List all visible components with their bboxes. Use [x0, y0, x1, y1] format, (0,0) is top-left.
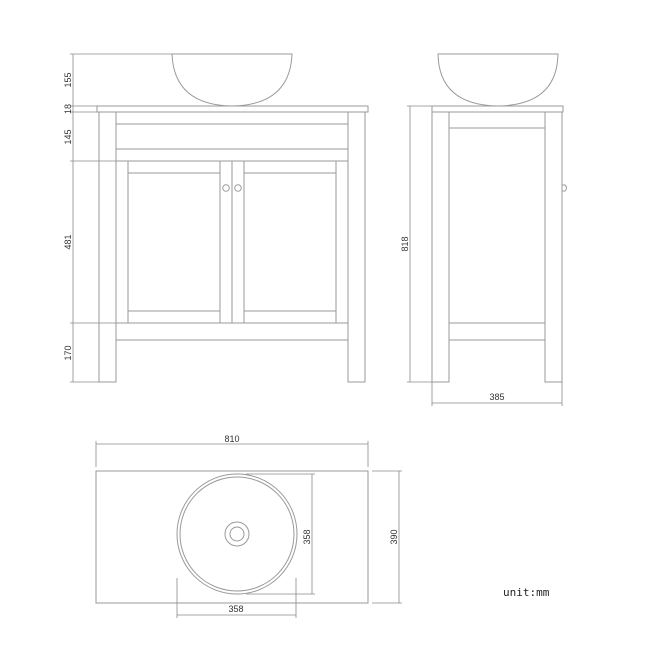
side-bowl — [437, 53, 559, 107]
side-view: 818 385 — [400, 53, 567, 406]
top-bowl-inner — [179, 476, 295, 592]
side-countertop — [431, 105, 564, 113]
dim-depth: 385 — [489, 392, 504, 402]
side-dimensions: 818 385 — [400, 105, 563, 406]
front-bowl — [171, 53, 293, 107]
dim-bowl-height: 155 — [63, 72, 73, 87]
dim-total-height: 818 — [400, 236, 410, 251]
top-dimensions: 810 390 358 358 — [95, 434, 402, 618]
dim-leg-clearance: 170 — [63, 345, 73, 360]
front-left-leg — [98, 111, 117, 383]
top-drain-outer — [224, 521, 250, 547]
dim-top-depth: 390 — [389, 529, 399, 544]
dim-bowl-horizontal: 358 — [228, 604, 243, 614]
dim-top-thickness: 18 — [63, 104, 73, 114]
right-door-knob — [234, 184, 242, 192]
dim-bowl-vertical: 358 — [302, 529, 312, 544]
front-view: 155 18 145 481 170 — [63, 53, 369, 383]
front-right-leg — [347, 111, 366, 383]
front-countertop — [96, 105, 369, 113]
front-right-door-panel — [243, 172, 337, 312]
side-front-leg — [431, 111, 450, 383]
dim-door-height: 481 — [63, 234, 73, 249]
top-bowl-outer — [176, 473, 298, 595]
dim-top-width: 810 — [224, 434, 239, 444]
top-view: 810 390 358 358 — [95, 434, 402, 618]
front-left-door-panel — [127, 172, 221, 312]
dim-drawer-rail: 145 — [63, 129, 73, 144]
top-countertop — [95, 470, 369, 604]
unit-label: unit:mm — [503, 586, 550, 599]
left-door-knob — [222, 184, 230, 192]
front-left-door — [127, 160, 221, 324]
front-right-door — [243, 160, 337, 324]
front-dimensions: 155 18 145 481 170 — [63, 53, 172, 383]
top-drain-inner — [229, 526, 245, 542]
side-knob — [562, 184, 567, 192]
side-back-leg — [544, 111, 563, 383]
